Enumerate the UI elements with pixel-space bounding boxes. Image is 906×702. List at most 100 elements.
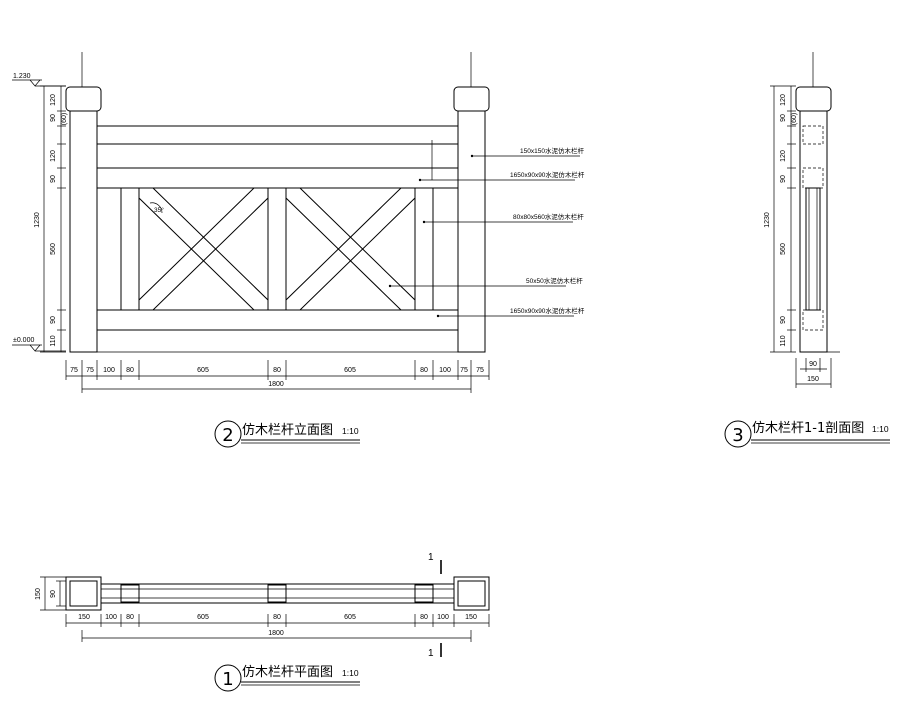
level-mark-bottom: ±0.000: [12, 337, 66, 352]
elev-dim-h7: 605: [344, 367, 356, 374]
cross-brace-left: [138, 187, 269, 311]
sec-dim-v6: 90: [780, 316, 787, 324]
plan-title: 仿木栏杆平面图: [242, 665, 333, 680]
plan-inner-post-right: [414, 584, 434, 603]
section-top-rail-cut: [802, 125, 824, 145]
section-scale: 1:10: [872, 424, 889, 434]
plan-dim-h9: 150: [465, 614, 477, 621]
elev-dim-h11: 75: [476, 367, 484, 374]
cross-brace-right: [285, 187, 416, 311]
top-rail: [96, 125, 459, 145]
plan-right-post-outer: [453, 576, 490, 611]
section-inner-post: [805, 187, 821, 311]
elevation-number-circle: [214, 420, 242, 448]
plan-number-circle: [214, 664, 242, 692]
brace-angle-label: 35°: [154, 206, 164, 214]
elev-dim-v3: 120: [50, 150, 57, 162]
elevation-left-dimensions: 120 90 (60) 120 90 560 90 110 1230: [34, 85, 68, 353]
elev-dim-h1: 75: [70, 367, 78, 374]
plan-dim-h1: 150: [78, 614, 90, 621]
right-post: [453, 52, 490, 353]
section-bottom-dimensions: 90 150: [795, 358, 832, 388]
elev-dim-v6: 90: [50, 316, 57, 324]
elevation-bottom-dimensions: 75 75 100 80 605 80 605 80 100 75 75 180…: [65, 360, 490, 393]
cut-label-bottom: 1: [428, 648, 434, 659]
sec-dim-v1: 120: [780, 94, 787, 106]
elev-dim-v2: 90: [50, 114, 57, 122]
elevation-title-block: 2 仿木栏杆立面图 1:10: [214, 420, 360, 448]
plan-dim-h5: 80: [273, 614, 281, 621]
inner-post-middle: [267, 187, 287, 311]
section-view: 120 90 (60) 120 90 560 90 110 1230 90 15…: [724, 52, 890, 448]
inner-post-left: [120, 187, 140, 311]
section-left-dimensions: 120 90 (60) 120 90 560 90 110 1230: [764, 85, 798, 353]
callout-post: 150x150水泥仿木栏杆: [520, 146, 584, 155]
left-post: [65, 52, 102, 353]
plan-inner-post-middle: [267, 584, 287, 603]
right-post-cap: [453, 86, 490, 112]
elev-dim-overall-height: 1230: [34, 212, 41, 228]
plan-dim-h3: 80: [126, 614, 134, 621]
callout-lower-rail: 1650x90x90水泥仿木栏杆: [510, 306, 585, 315]
sec-dim-h2: 150: [807, 376, 819, 383]
elevation-view: 35° 1.230 ±0.000 120: [12, 52, 585, 448]
level-mark-top: 1.230: [12, 73, 66, 87]
plan-scale: 1:10: [342, 668, 359, 678]
plan-dim-overall-length: 1800: [268, 630, 284, 637]
elev-dim-h9: 100: [439, 367, 451, 374]
elev-dim-h6: 80: [273, 367, 281, 374]
plan-number: 1: [222, 669, 233, 690]
callout-inner-post: 80x80x560水泥仿木栏杆: [513, 212, 584, 221]
section-upper-rail-cut: [802, 167, 824, 189]
elev-dim-h8: 80: [420, 367, 428, 374]
elevation-callouts: 150x150水泥仿木栏杆 1650x90x90水泥仿木栏杆 80x80x560…: [388, 140, 585, 318]
sec-dim-v2b: (60): [791, 113, 798, 125]
plan-dim-h7: 80: [420, 614, 428, 621]
plan-dim-h6: 605: [344, 614, 356, 621]
sec-dim-v2: 90: [780, 114, 787, 122]
cut-label-top: 1: [428, 552, 434, 563]
sec-dim-h1: 90: [809, 361, 817, 368]
elev-dim-overall-length: 1800: [268, 381, 284, 388]
elev-dim-v5: 560: [50, 243, 57, 255]
plan-left-dimensions: 150 90: [35, 576, 66, 611]
callout-upper-rail: 1650x90x90水泥仿木栏杆: [510, 170, 585, 179]
plan-inner-post-left: [120, 584, 140, 603]
plan-dim-h4: 605: [197, 614, 209, 621]
section-title: 仿木栏杆1-1剖面图: [752, 421, 864, 436]
level-bottom-label: ±0.000: [13, 337, 34, 344]
sec-dim-v3: 120: [780, 150, 787, 162]
section-number: 3: [732, 425, 743, 446]
sec-dim-v4: 90: [780, 175, 787, 183]
plan-dim-v2: 90: [50, 590, 57, 598]
section-lower-rail-cut: [802, 309, 824, 331]
left-post-cap: [65, 86, 102, 112]
elev-dim-v7: 110: [50, 335, 57, 346]
plan-bottom-dimensions: 150 100 80 605 80 605 80 100 150 1800: [65, 614, 490, 642]
sec-dim-overall-height: 1230: [764, 212, 771, 228]
elev-dim-h10: 75: [460, 367, 468, 374]
upper-rail: [96, 167, 459, 189]
inner-post-right: [414, 187, 434, 311]
sec-dim-v5: 560: [780, 243, 787, 255]
left-post-shaft: [69, 110, 98, 353]
elev-dim-h2: 75: [86, 367, 94, 374]
sec-dim-v7: 110: [780, 335, 787, 346]
section-title-block: 3 仿木栏杆1-1剖面图 1:10: [724, 420, 890, 448]
plan-dim-h8: 100: [437, 614, 449, 621]
elev-dim-h4: 80: [126, 367, 134, 374]
elevation-title: 仿木栏杆立面图: [242, 423, 333, 438]
lower-rail: [96, 309, 459, 331]
level-top-label: 1.230: [13, 73, 31, 80]
elev-dim-v4: 90: [50, 175, 57, 183]
plan-view: 1 1 150 90 150: [35, 552, 490, 692]
plan-dim-v1: 150: [35, 588, 42, 600]
callout-brace: 50x50水泥仿木栏杆: [526, 276, 583, 285]
section-number-circle: [724, 420, 752, 448]
brace-angle-arc: [149, 202, 163, 214]
plan-right-post-inner: [457, 580, 486, 607]
plan-left-post-outer: [65, 576, 102, 611]
plan-title-block: 1 仿木栏杆平面图 1:10: [214, 664, 360, 692]
right-post-shaft: [457, 110, 486, 353]
